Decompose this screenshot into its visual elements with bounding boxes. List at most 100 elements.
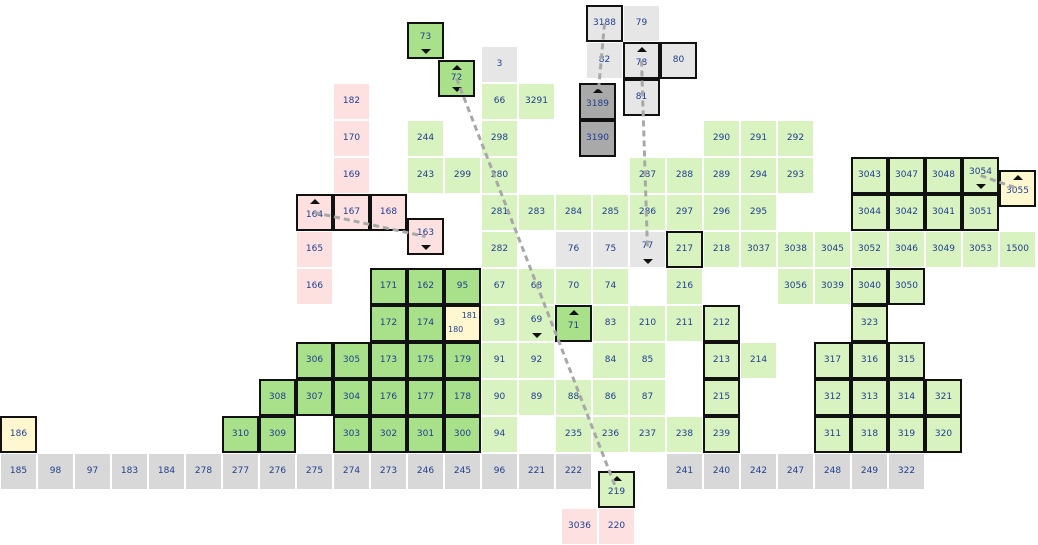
room-74[interactable]: 74 [592,268,629,305]
room-294[interactable]: 294 [740,157,777,194]
room-70[interactable]: 70 [555,268,592,305]
room-3189[interactable]: 3189 [579,83,616,120]
room-315[interactable]: 315 [888,342,925,379]
room-216[interactable]: 216 [666,268,703,305]
room-319[interactable]: 319 [888,416,925,453]
room-317[interactable]: 317 [814,342,851,379]
room-3291[interactable]: 3291 [518,83,555,120]
room-3042[interactable]: 3042 [888,194,925,231]
room-300[interactable]: 300 [444,416,481,453]
room-3[interactable]: 3 [481,46,518,83]
room-185[interactable]: 185 [0,453,37,490]
room-182[interactable]: 182 [333,83,370,120]
room-170[interactable]: 170 [333,120,370,157]
room-291[interactable]: 291 [740,120,777,157]
room-221[interactable]: 221 [518,453,555,490]
room-314[interactable]: 314 [888,379,925,416]
room-175[interactable]: 175 [407,342,444,379]
room-3043[interactable]: 3043 [851,157,888,194]
room-3045[interactable]: 3045 [814,231,851,268]
room-176[interactable]: 176 [370,379,407,416]
room-302[interactable]: 302 [370,416,407,453]
room-3051[interactable]: 3051 [962,194,999,231]
room-90[interactable]: 90 [481,379,518,416]
room-242[interactable]: 242 [740,453,777,490]
room-3052[interactable]: 3052 [851,231,888,268]
room-3038[interactable]: 3038 [777,231,814,268]
room-80[interactable]: 80 [660,42,697,79]
room-316[interactable]: 316 [851,342,888,379]
room-68[interactable]: 68 [518,268,555,305]
room-3047[interactable]: 3047 [888,157,925,194]
room-239[interactable]: 239 [703,416,740,453]
room-217[interactable]: 217 [666,231,703,268]
room-297[interactable]: 297 [666,194,703,231]
room-301[interactable]: 301 [407,416,444,453]
room-66[interactable]: 66 [481,83,518,120]
room-220[interactable]: 220 [598,508,635,545]
room-214[interactable]: 214 [740,342,777,379]
room-88[interactable]: 88 [555,379,592,416]
room-82[interactable]: 82 [586,42,623,79]
room-171[interactable]: 171 [370,268,407,305]
room-307[interactable]: 307 [296,379,333,416]
room-275[interactable]: 275 [296,453,333,490]
room-293[interactable]: 293 [777,157,814,194]
room-211[interactable]: 211 [666,305,703,342]
room-164[interactable]: 164 [296,194,333,231]
room-218[interactable]: 218 [703,231,740,268]
room-94[interactable]: 94 [481,416,518,453]
room-312[interactable]: 312 [814,379,851,416]
room-75[interactable]: 75 [592,231,629,268]
room-240[interactable]: 240 [703,453,740,490]
room-215[interactable]: 215 [703,379,740,416]
room-320[interactable]: 320 [925,416,962,453]
room-283[interactable]: 283 [518,194,555,231]
room-172[interactable]: 172 [370,305,407,342]
room-285[interactable]: 285 [592,194,629,231]
room-69[interactable]: 69 [518,305,555,342]
room-81[interactable]: 81 [623,79,660,116]
room-162[interactable]: 162 [407,268,444,305]
room-3055[interactable]: 3055 [999,170,1036,207]
room-310[interactable]: 310 [222,416,259,453]
room-3053[interactable]: 3053 [962,231,999,268]
room-95[interactable]: 95 [444,268,481,305]
room-167[interactable]: 167 [333,194,370,231]
room-245[interactable]: 245 [444,453,481,490]
room-3054[interactable]: 3054 [962,157,999,194]
room-3040[interactable]: 3040 [851,268,888,305]
room-165[interactable]: 165 [296,231,333,268]
room-278[interactable]: 278 [185,453,222,490]
room-87[interactable]: 87 [629,379,666,416]
room-76[interactable]: 76 [555,231,592,268]
room-243[interactable]: 243 [407,157,444,194]
room-173[interactable]: 173 [370,342,407,379]
room-235[interactable]: 235 [555,416,592,453]
room-323[interactable]: 323 [851,305,888,342]
room-3050[interactable]: 3050 [888,268,925,305]
room-83[interactable]: 83 [592,305,629,342]
room-97[interactable]: 97 [74,453,111,490]
room-277[interactable]: 277 [222,453,259,490]
room-313[interactable]: 313 [851,379,888,416]
room-73[interactable]: 73 [407,22,444,59]
room-163[interactable]: 163 [407,218,444,255]
room-72[interactable]: 72 [438,60,475,97]
room-246[interactable]: 246 [407,453,444,490]
room-186[interactable]: 186 [0,416,37,453]
room-178[interactable]: 178 [444,379,481,416]
room-311[interactable]: 311 [814,416,851,453]
room-248[interactable]: 248 [814,453,851,490]
room-306[interactable]: 306 [296,342,333,379]
room-238[interactable]: 238 [666,416,703,453]
room-3039[interactable]: 3039 [814,268,851,305]
room-3056[interactable]: 3056 [777,268,814,305]
room-236[interactable]: 236 [592,416,629,453]
room-295[interactable]: 295 [740,194,777,231]
room-179[interactable]: 179 [444,342,481,379]
room-273[interactable]: 273 [370,453,407,490]
room-280[interactable]: 280 [481,157,518,194]
room-183[interactable]: 183 [111,453,148,490]
